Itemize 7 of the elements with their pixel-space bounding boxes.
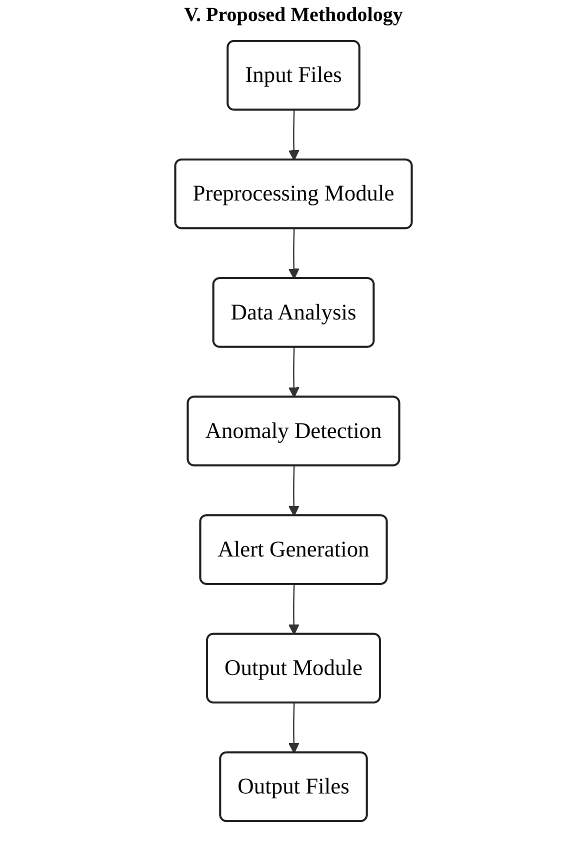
arrow [288, 703, 300, 754]
arrow [288, 110, 300, 161]
arrow [288, 466, 300, 516]
arrow [288, 228, 300, 280]
arrow [288, 584, 300, 635]
diagram-title: V. Proposed Methodology [183, 4, 404, 27]
arrow [288, 347, 300, 398]
